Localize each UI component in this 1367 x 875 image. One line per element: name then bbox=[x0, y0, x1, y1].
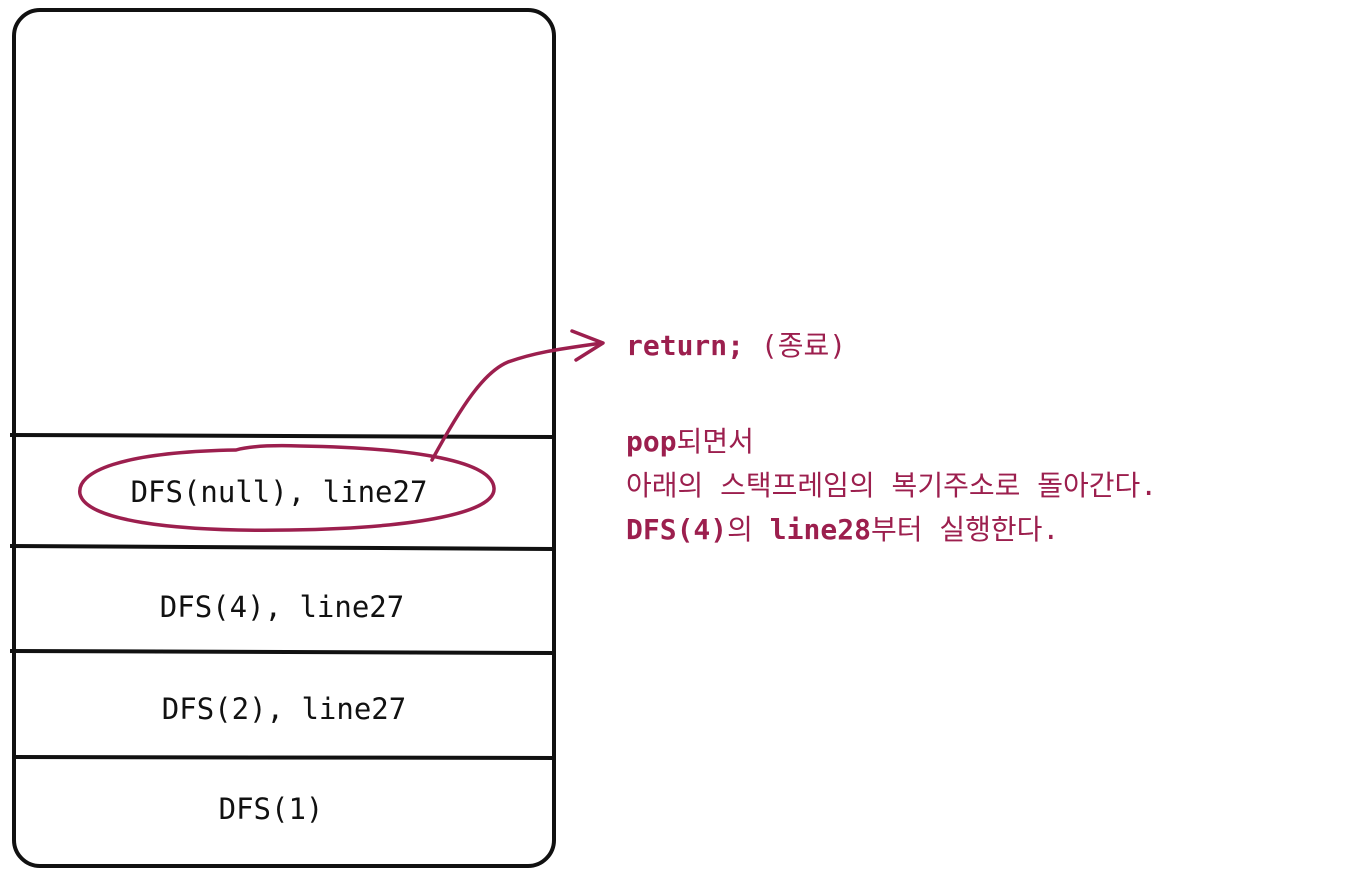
pop-rest-text: 되면서 bbox=[676, 425, 754, 458]
frame-divider bbox=[13, 755, 555, 760]
return-note: return; (종료) bbox=[626, 324, 846, 368]
return-arrow-head bbox=[570, 329, 605, 362]
note-line-3-mid: 의 bbox=[727, 513, 770, 546]
note-line-3-end: 부터 실행한다. bbox=[870, 513, 1060, 546]
stack-frame-label: DFS(4), line27 bbox=[160, 590, 404, 624]
dfs-call-ref: DFS(4) bbox=[626, 513, 728, 546]
frame-divider bbox=[9, 433, 555, 439]
stack-container bbox=[12, 8, 556, 868]
return-label: (종료) bbox=[760, 329, 847, 362]
return-arrow-line bbox=[430, 341, 604, 462]
frame-divider bbox=[9, 649, 555, 655]
line-ref: line28 bbox=[769, 513, 871, 546]
pop-keyword: pop bbox=[626, 425, 677, 458]
highlight-circle bbox=[78, 443, 496, 532]
note-line-2: 아래의 스택프레임의 복기주소로 돌아간다. bbox=[626, 469, 1158, 502]
note-line-3: DFS(4)의 line28부터 실행한다. bbox=[626, 508, 1157, 552]
stack-frame-label: DFS(2), line27 bbox=[162, 692, 406, 726]
stack-frame-label: DFS(1) bbox=[219, 792, 324, 826]
return-code: return; bbox=[626, 329, 745, 362]
frame-divider bbox=[9, 544, 555, 551]
stack-frame-label: DFS(null), line27 bbox=[131, 475, 428, 509]
note-line-1: pop되면서 bbox=[626, 420, 1157, 464]
